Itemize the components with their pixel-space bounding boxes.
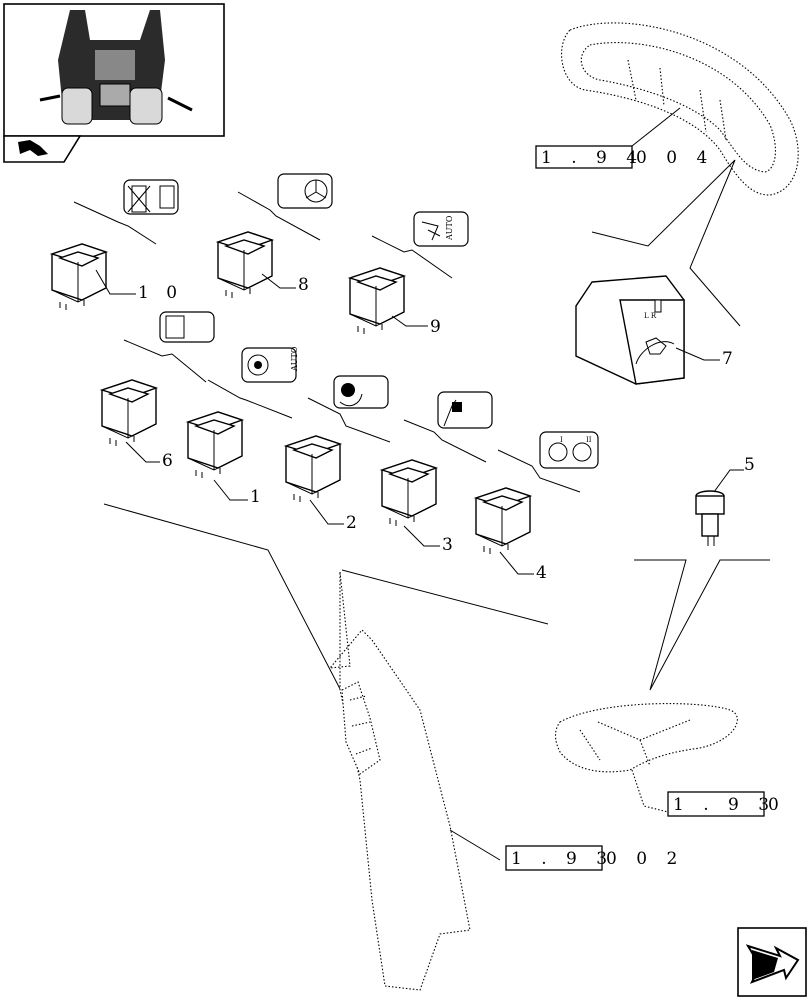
reference-box-1-94[interactable]: 1 . 9 4 0 0 4 <box>535 107 714 169</box>
navigation-arrow-icon[interactable] <box>737 927 807 997</box>
tractor-cab-thumbnail-icon[interactable] <box>3 3 225 137</box>
switch-4-roman-2: II <box>586 436 592 444</box>
leader-line <box>103 503 549 713</box>
switch-9-label: AUTO <box>445 215 454 241</box>
callout-7: 7 <box>722 349 739 369</box>
leader-line <box>675 347 720 361</box>
reference-1-94-suffix: 0 0 4 <box>636 148 714 168</box>
leader-line <box>591 159 741 327</box>
reference-1-93-02-suffix: 0 0 2 <box>606 849 684 869</box>
reference-1-93-02-code: 1 . 9 3 <box>511 849 614 869</box>
callout-1: 1 <box>250 487 267 507</box>
switch-1-label: AUTO <box>290 346 299 372</box>
rocker-switch-8 <box>217 173 333 299</box>
leader-line <box>403 525 440 547</box>
rocker-switch-10 <box>51 179 179 311</box>
leader-line <box>634 559 770 691</box>
callout-9: 9 <box>430 317 447 337</box>
rocker-switch-4: I II <box>475 431 599 555</box>
callout-3: 3 <box>442 535 459 555</box>
manual-book-icon[interactable] <box>3 135 82 163</box>
reference-1-93-code: 1 . 9 3 <box>673 795 776 815</box>
callout-5: 5 <box>744 455 761 475</box>
armrest-console-part <box>554 703 738 813</box>
reference-box-1-93-0[interactable]: 1 . 9 3 0 <box>667 791 786 817</box>
leader-line <box>391 315 428 327</box>
rocker-switch-3 <box>381 391 493 527</box>
reference-1-93-suffix: 0 <box>768 795 786 815</box>
plug-part-5 <box>695 490 725 546</box>
rocker-switch-2 <box>285 375 391 503</box>
overhead-console-part <box>561 22 799 196</box>
leader-line <box>309 499 344 525</box>
callout-6: 6 <box>162 451 179 471</box>
rocker-switch-9: AUTO <box>349 211 469 335</box>
cab-pillar-part <box>328 571 471 991</box>
leader-line <box>499 551 534 575</box>
leader-line <box>261 273 296 289</box>
switch-4-roman-1: I <box>560 436 563 444</box>
rocker-switch-6 <box>101 311 215 447</box>
callout-8: 8 <box>298 275 315 295</box>
callout-2: 2 <box>346 513 363 533</box>
leader-line <box>713 469 744 493</box>
rocker-switch-1: AUTO <box>187 346 299 479</box>
callout-10: 1 0 <box>138 283 183 303</box>
rotary-switch-part-7: L R <box>575 275 685 385</box>
reference-box-1-93-0-02[interactable]: 1 . 9 3 0 0 2 <box>449 829 684 871</box>
callout-4: 4 <box>536 563 553 583</box>
switch-7-letters: L R <box>644 312 657 320</box>
leader-line <box>213 479 248 501</box>
leader-line <box>95 269 136 295</box>
reference-1-94-code: 1 . 9 4 <box>541 148 644 168</box>
leader-line <box>125 441 160 463</box>
